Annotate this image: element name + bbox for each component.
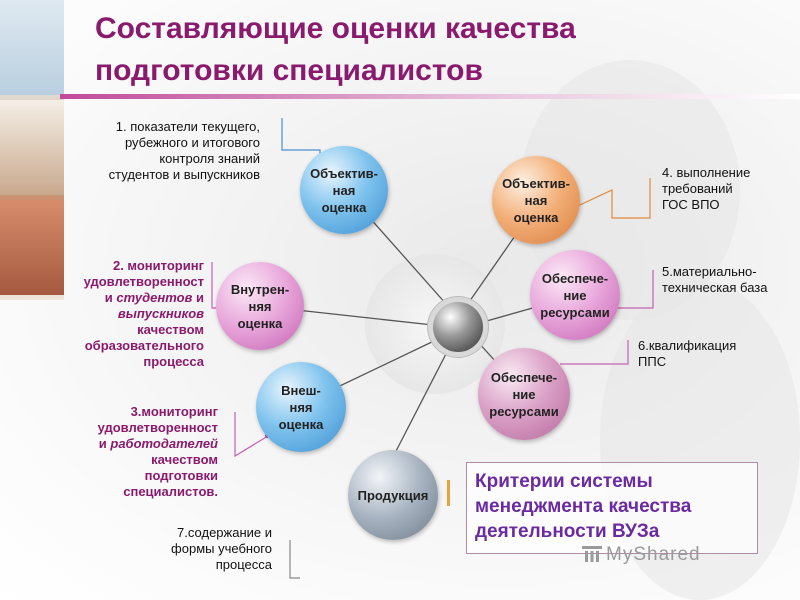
bracket-7 bbox=[289, 540, 300, 579]
bracket-4 bbox=[564, 178, 651, 219]
hub-sphere-icon bbox=[433, 302, 483, 352]
node-objective-assessment-right: Объектив- ная оценка bbox=[492, 156, 580, 244]
title-divider bbox=[60, 94, 800, 99]
side-photo-strip bbox=[0, 0, 64, 300]
photo-nurse bbox=[0, 100, 64, 195]
criteria-box: Критерии системы менеджмента качества де… bbox=[466, 462, 758, 554]
label-text: и bbox=[196, 290, 204, 305]
label-staff-qualification: 6.квалификация ППС bbox=[638, 338, 737, 369]
label-employer-satisfaction: 3.мониторинг удовлетворенност и работода… bbox=[50, 404, 218, 500]
label-text: 3.мониторинг удовлетворенност и bbox=[97, 404, 218, 451]
node-label: Внутрен- няя оценка bbox=[230, 281, 290, 331]
label-curriculum-content: 7.содержание и формы учебного процесса bbox=[171, 525, 272, 572]
label-gos-requirements: 4. выполнение требований ГОС ВПО bbox=[662, 165, 751, 212]
node-label: Обеспече- ние ресурсами bbox=[540, 270, 610, 320]
node-label: Продукция bbox=[357, 487, 429, 503]
label-text: качеством образовательного процесса bbox=[84, 322, 204, 369]
photo-patient bbox=[0, 200, 64, 295]
bracket-6 bbox=[560, 340, 629, 365]
node-internal-assessment: Внутрен- няя оценка bbox=[216, 262, 304, 350]
photo-doctor bbox=[0, 0, 64, 95]
node-production: Продукция bbox=[348, 450, 438, 540]
page-title: Составляющие оценки качества подготовки … bbox=[95, 8, 785, 92]
spoke-production bbox=[393, 351, 448, 456]
myshared-logo-icon bbox=[582, 546, 602, 562]
node-external-assessment: Внеш- няя оценка bbox=[256, 362, 346, 452]
node-label: Обеспече- ние ресурсами bbox=[489, 369, 559, 419]
title-line-2: подготовки специалистов bbox=[95, 54, 483, 87]
label-emphasis: работодателей bbox=[110, 436, 218, 451]
label-current-control: 1. показатели текущего, рубежного и итог… bbox=[108, 119, 260, 182]
node-label: Объектив- ная оценка bbox=[502, 175, 570, 225]
title-line-1: Составляющие оценки качества bbox=[95, 12, 576, 45]
bracket-3 bbox=[234, 412, 269, 458]
node-objective-assessment-left: Объектив- ная оценка bbox=[300, 146, 388, 234]
node-resources-2: Обеспече- ние ресурсами bbox=[478, 348, 570, 440]
label-text: качеством подготовки специалистов. bbox=[123, 452, 218, 499]
watermark: MyShared bbox=[606, 544, 701, 565]
criteria-text: Критерии системы менеджмента качества де… bbox=[475, 471, 692, 542]
label-emphasis: студентов bbox=[116, 290, 193, 305]
label-emphasis: выпускников bbox=[117, 306, 204, 321]
label-student-satisfaction: 2. мониторинг удовлетворенност и студент… bbox=[40, 258, 204, 370]
label-material-base: 5.материально- техническая база bbox=[662, 264, 768, 295]
accent-bar bbox=[447, 480, 450, 506]
label-text: 2. мониторинг удовлетворенност и bbox=[83, 258, 204, 305]
node-resources-1: Обеспече- ние ресурсами bbox=[530, 250, 620, 340]
node-label: Внеш- няя оценка bbox=[278, 382, 324, 432]
node-label: Объектив- ная оценка bbox=[310, 165, 378, 215]
